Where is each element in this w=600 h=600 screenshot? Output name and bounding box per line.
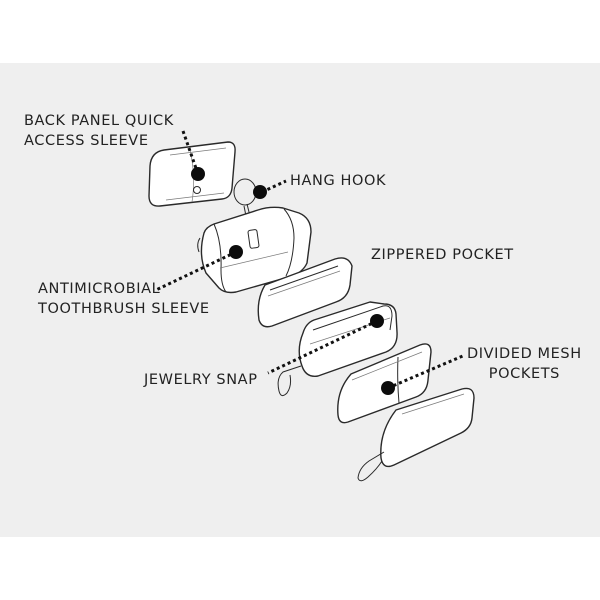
label-toothbrush-line2: TOOTHBRUSH SLEEVE (38, 301, 210, 317)
marker-toothbrush (229, 245, 243, 259)
hang-hook (233, 178, 257, 217)
label-back-panel-line2: ACCESS SLEEVE (24, 133, 149, 149)
marker-jewelry-snap (370, 314, 384, 328)
main-case (197, 206, 312, 294)
label-hang-hook: HANG HOOK (290, 173, 387, 189)
label-divided-mesh-line1: DIVIDED MESH (467, 346, 582, 362)
label-back-panel-line1: BACK PANEL QUICK (24, 113, 174, 129)
label-antimicrobial-toothbrush-sleeve: ANTIMICROBIAL TOOTHBRUSH SLEEVE (38, 279, 210, 319)
leader-jewelry-snap (267, 319, 378, 375)
outer-bag (357, 387, 475, 482)
label-jewelry-snap: JEWELRY SNAP (144, 372, 258, 388)
label-zippered-pocket: ZIPPERED POCKET (371, 247, 514, 263)
marker-divided-mesh (381, 381, 395, 395)
label-divided-mesh-pockets: DIVIDED MESH POCKETS (467, 344, 582, 384)
leader-hang-hook (261, 179, 287, 194)
leader-toothbrush (155, 250, 237, 292)
leader-back-panel (181, 130, 200, 175)
zippered-pocket (257, 257, 353, 328)
marker-back-panel (191, 167, 205, 181)
label-divided-mesh-line2: POCKETS (488, 366, 560, 382)
label-toothbrush-line1: ANTIMICROBIAL (38, 281, 161, 297)
callout-markers (155, 130, 466, 395)
marker-hang-hook (253, 185, 267, 199)
leader-divided-mesh (387, 353, 466, 390)
label-back-panel-quick-access-sleeve: BACK PANEL QUICK ACCESS SLEEVE (24, 111, 174, 151)
